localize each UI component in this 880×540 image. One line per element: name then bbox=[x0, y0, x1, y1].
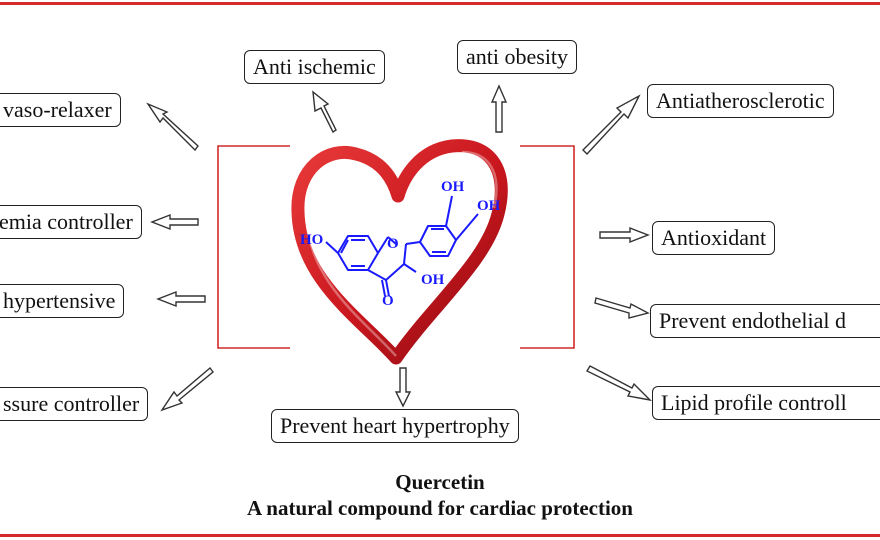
top-border bbox=[0, 2, 880, 5]
oh-bottom-label: OH bbox=[421, 272, 445, 288]
effect-lipid-profile: Lipid profile controll bbox=[652, 386, 880, 420]
left-bracket bbox=[217, 145, 290, 349]
arrow-down-center bbox=[394, 367, 412, 408]
arrow-right-1 bbox=[599, 226, 650, 244]
arrow-up-left bbox=[312, 90, 337, 134]
effect-pressure-controller: ssure controller bbox=[0, 387, 149, 421]
effect-prevent-endothelial: Prevent endothelial d bbox=[650, 304, 880, 338]
arrow-downright-diag bbox=[586, 365, 653, 402]
arrow-up-right bbox=[582, 94, 641, 156]
quercetin-structure bbox=[325, 195, 479, 297]
heart-icon bbox=[291, 139, 508, 365]
oh-top-label: OH bbox=[441, 179, 465, 195]
bottom-border bbox=[0, 534, 880, 537]
effect-vaso-relaxer: vaso-relaxer bbox=[0, 93, 121, 127]
effect-prevent-hypertrophy: Prevent heart hypertrophy bbox=[271, 409, 519, 443]
arrow-upleft-diag bbox=[146, 102, 199, 152]
effect-antihypertensive: hypertensive bbox=[0, 284, 125, 318]
arrow-left-1 bbox=[150, 213, 199, 231]
arrow-downleft-diag bbox=[160, 366, 214, 412]
arrow-left-2 bbox=[156, 290, 206, 308]
effect-anti-obesity: anti obesity bbox=[457, 40, 578, 74]
effect-glycemia-controller: emia controller bbox=[0, 205, 142, 239]
arrow-right-2 bbox=[594, 297, 650, 319]
ring-oxygen-label: O bbox=[387, 236, 399, 252]
right-bracket bbox=[520, 145, 575, 349]
effect-antiatherosclerotic: Antiatherosclerotic bbox=[647, 84, 834, 118]
arrows bbox=[146, 84, 653, 412]
arrow-up-center bbox=[490, 84, 508, 133]
caption-compound-name: Quercetin bbox=[395, 470, 485, 494]
effect-antioxidant: Antioxidant bbox=[652, 221, 776, 255]
ho-left-label: HO bbox=[300, 232, 323, 248]
carbonyl-oxygen-label: O bbox=[382, 293, 394, 309]
caption-subtitle: A natural compound for cardiac protectio… bbox=[247, 496, 633, 520]
effect-anti-ischemic: Anti ischemic bbox=[244, 50, 385, 84]
oh-right-label: OH bbox=[477, 198, 501, 214]
